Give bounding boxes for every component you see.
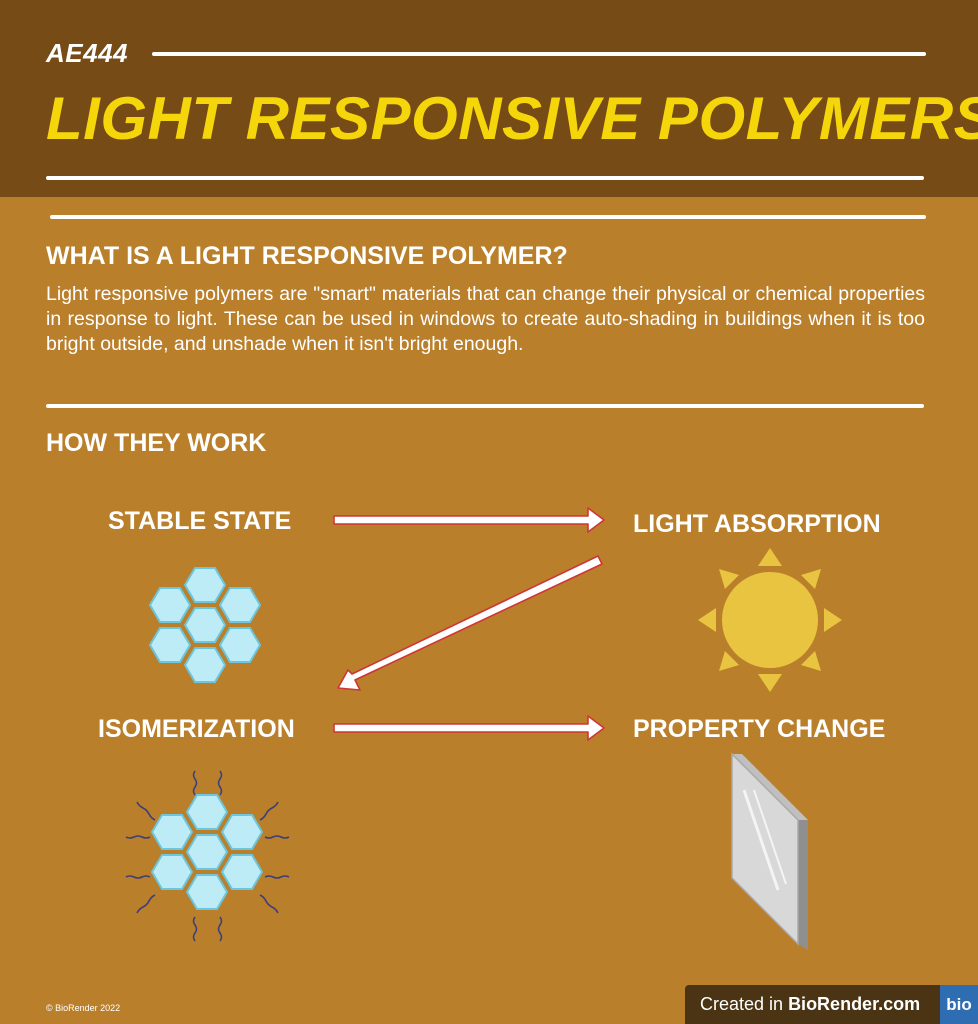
header-banner: AE444 LIGHT RESPONSIVE POLYMERS	[0, 0, 978, 197]
section-heading-what: WHAT IS A LIGHT RESPONSIVE POLYMER?	[46, 242, 568, 270]
badge-created-in: Created in	[700, 994, 789, 1014]
badge-brand: BioRender.com	[788, 994, 921, 1014]
step-label-isomerization: ISOMERIZATION	[98, 715, 295, 743]
section-divider	[46, 404, 924, 408]
course-code: AE444	[46, 38, 128, 68]
badge-text: Created in BioRender.com	[700, 994, 920, 1015]
polymer-hexagon-icon	[148, 567, 262, 683]
arrow-right-icon	[333, 715, 605, 741]
isomerized-polymer-icon	[125, 770, 290, 942]
arrow-diagonal-icon	[337, 555, 603, 691]
page-title: LIGHT RESPONSIVE POLYMERS	[46, 85, 978, 152]
step-label-property-change: PROPERTY CHANGE	[633, 715, 886, 743]
header-divider-bottom	[46, 176, 924, 180]
copyright-text: © BioRender 2022	[46, 1003, 121, 1013]
header-divider-top	[152, 52, 926, 56]
section-heading-how: HOW THEY WORK	[46, 429, 267, 457]
section-divider	[50, 215, 926, 219]
definition-paragraph: Light responsive polymers are "smart" ma…	[46, 283, 925, 355]
biorender-logo-icon: bio	[940, 985, 978, 1024]
arrow-right-icon	[333, 507, 605, 533]
step-label-stable-state: STABLE STATE	[108, 507, 292, 535]
glass-pane-icon	[731, 752, 808, 950]
step-label-light-absorption: LIGHT ABSORPTION	[633, 510, 881, 538]
biorender-badge[interactable]: Created in BioRender.com bio	[685, 985, 978, 1024]
sun-icon	[698, 548, 842, 692]
